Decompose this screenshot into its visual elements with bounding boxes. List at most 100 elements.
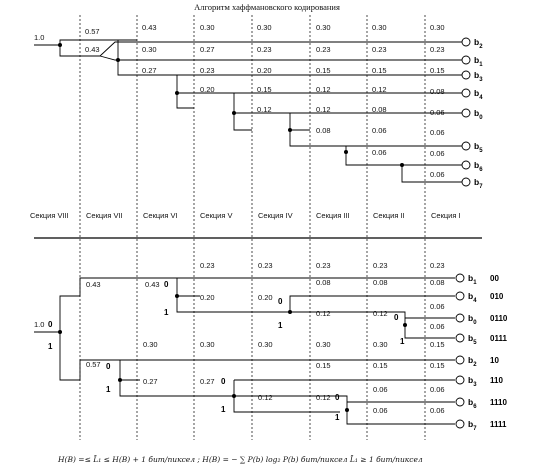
section-dividers [79, 15, 426, 440]
top-val: 0.20 [257, 66, 272, 75]
bit-label: 0 [48, 320, 53, 329]
top-val: 0.12 [372, 85, 387, 94]
top-val: 0.23 [200, 66, 215, 75]
output-label: b3 [474, 70, 483, 83]
huffman-code: 010 [490, 292, 504, 301]
section-label: Секция I [431, 211, 461, 220]
row-val: 0.23 [373, 261, 388, 270]
row-val: 0.27 [200, 377, 215, 386]
top-val: 0.27 [142, 66, 157, 75]
top-val: 0.15 [372, 66, 387, 75]
output-terminal-icon [461, 177, 471, 187]
section-label: Секция VIII [30, 211, 69, 220]
section-label: Секция V [200, 211, 233, 220]
output-terminal-icon [455, 419, 465, 429]
row-val: 0.08 [430, 278, 445, 287]
output-terminal-icon [461, 55, 471, 65]
output-terminal-icon [455, 355, 465, 365]
top-val: 0.06 [430, 170, 445, 179]
section-label: Секция VI [143, 211, 178, 220]
row-val: 0.06 [430, 406, 445, 415]
top-val: 0.30 [430, 23, 445, 32]
bit-label: 1 [400, 337, 405, 346]
diagram-title: Алгоритм хаффмановского кодирования [194, 2, 340, 12]
top-val: 0.06 [372, 148, 387, 157]
output-label: b0 [468, 313, 477, 326]
huffman-code: 10 [490, 356, 499, 365]
output-label: b1 [474, 55, 483, 68]
huffman-code: 1110 [490, 398, 507, 407]
top-val: 0.15 [257, 85, 272, 94]
bit-label: 0 [278, 297, 283, 306]
output-label: b7 [474, 177, 483, 190]
output-label: b0 [474, 108, 483, 121]
bottom-start-value: 1.0 [34, 320, 44, 329]
top-val: 0.08 [316, 126, 331, 135]
top-val: 0.06 [430, 128, 445, 137]
bit-label: 0 [335, 393, 340, 402]
top-val: 0.20 [200, 85, 215, 94]
bit-label: 1 [221, 405, 226, 414]
top-val: 0.06 [430, 108, 445, 117]
node-value: 0.57 [86, 360, 101, 369]
output-label: b3 [468, 375, 477, 388]
huffman-code: 00 [490, 274, 499, 283]
top-val: 0.08 [372, 105, 387, 114]
output-label: b6 [474, 160, 483, 173]
output-label: b1 [468, 273, 477, 286]
huffman-code: 0110 [490, 314, 508, 323]
row-val: 0.30 [316, 340, 331, 349]
top-val: 0.27 [200, 45, 215, 54]
bit-label: 0 [221, 377, 226, 386]
row-val: 0.23 [430, 261, 445, 270]
top-val: 0.12 [257, 105, 272, 114]
bottom-tree: 1.0 0 1 0.43 0.57 0.43 0 1 0.23 0.23 0.2… [34, 261, 508, 432]
node-value: 0.43 [145, 280, 160, 289]
output-label: b4 [474, 88, 483, 101]
bit-label: 0 [106, 362, 111, 371]
row-val: 0.06 [430, 385, 445, 394]
output-terminal-icon [461, 70, 471, 80]
output-terminal-icon [461, 141, 471, 151]
output-terminal-icon [455, 313, 465, 323]
node-value: 0.43 [86, 280, 101, 289]
bit-label: 0 [164, 280, 169, 289]
section-label: Секция III [316, 211, 350, 220]
huffman-code: 110 [490, 376, 503, 385]
output-terminal-icon [455, 397, 465, 407]
row-val: 0.30 [200, 340, 215, 349]
row-val: 0.20 [200, 293, 215, 302]
output-label: b4 [468, 291, 477, 304]
output-terminal-icon [455, 273, 465, 283]
row-val: 0.23 [316, 261, 331, 270]
top-val: 0.30 [316, 23, 331, 32]
top-val: 0.30 [372, 23, 387, 32]
top-val: 0.12 [316, 105, 331, 114]
row-val: 0.15 [430, 361, 445, 370]
row-val: 0.06 [373, 406, 388, 415]
huffman-code: 1111 [490, 420, 507, 429]
bit-label: 1 [278, 321, 283, 330]
top-val: 0.23 [316, 45, 331, 54]
bit-label: 1 [164, 308, 169, 317]
top-val: 0.06 [372, 126, 387, 135]
output-terminal-icon [455, 291, 465, 301]
row-val: 0.30 [373, 340, 388, 349]
top-val: 0.23 [257, 45, 272, 54]
top-val: 0.06 [430, 149, 445, 158]
output-label: b5 [474, 141, 483, 154]
row-val: 0.06 [373, 385, 388, 394]
row-val: 0.23 [258, 261, 273, 270]
top-val: 0.43 [85, 45, 100, 54]
section-labels: Секция VIII Секция VII Секция VI Секция … [30, 211, 461, 220]
row-val: 0.12 [258, 393, 273, 402]
top-val: 0.23 [430, 45, 445, 54]
top-start-value: 1.0 [34, 33, 44, 42]
row-val: 0.06 [430, 302, 445, 311]
output-terminal-icon [461, 88, 471, 98]
bit-label: 1 [106, 385, 111, 394]
formula: H(B) =≤ L̄₁ ≤ H(B) + 1 бит/пиксел ; H(B)… [57, 455, 423, 464]
row-val: 0.08 [316, 278, 331, 287]
